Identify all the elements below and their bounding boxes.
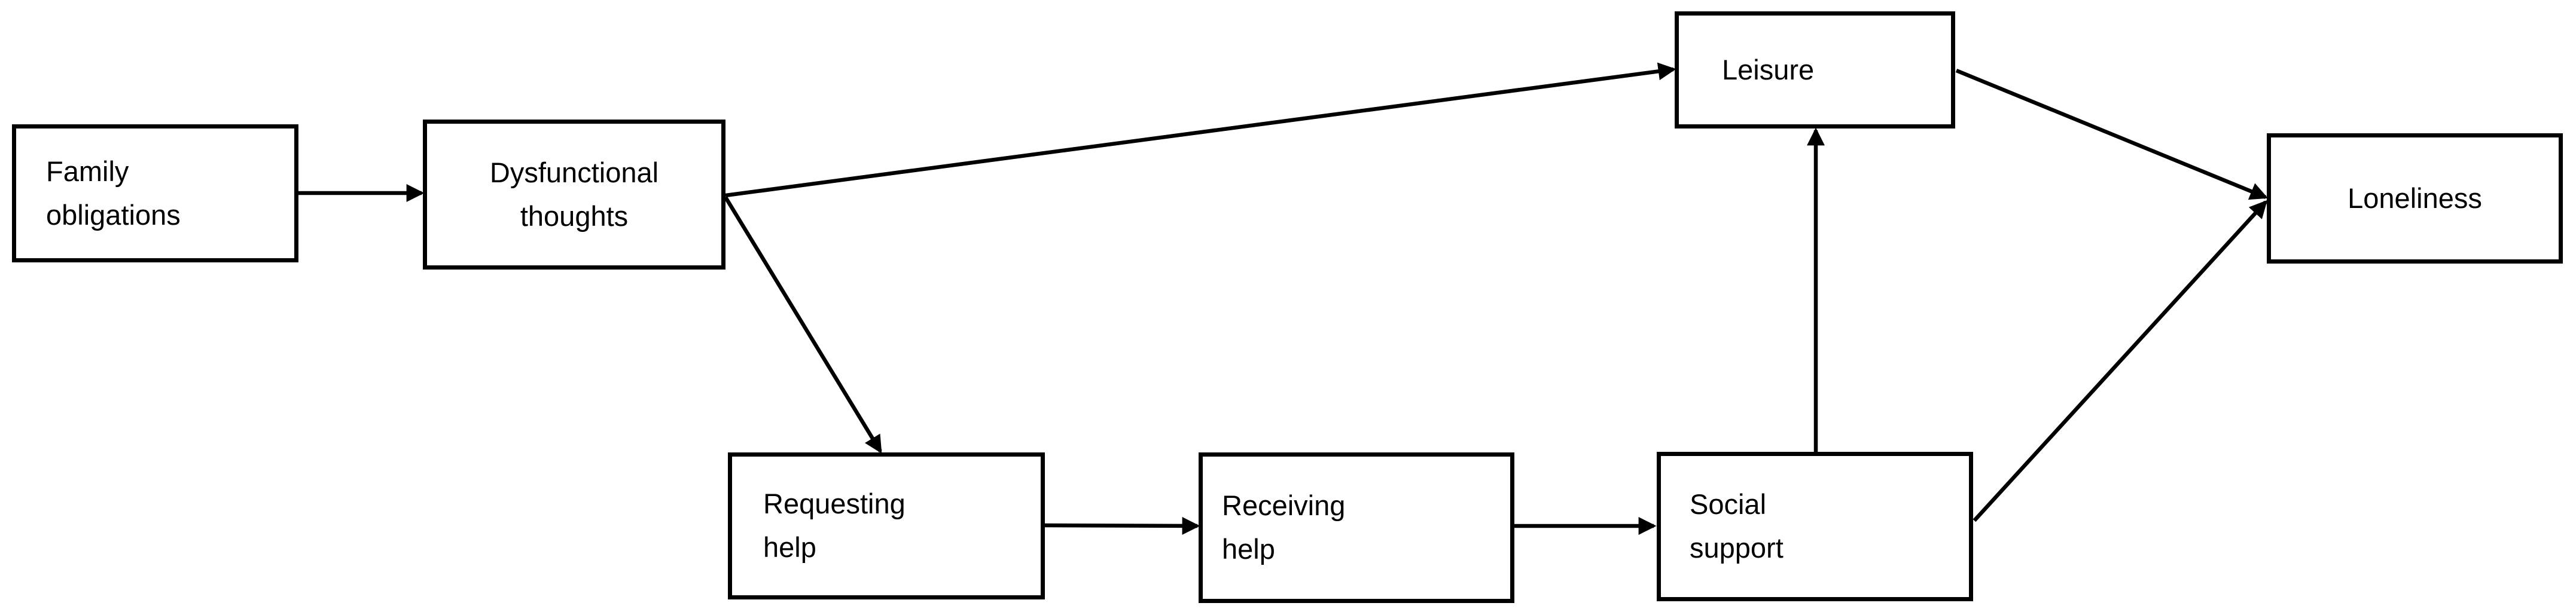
node-family-obligations: Family obligations: [12, 124, 298, 262]
node-dysfunctional-thoughts: Dysfunctional thoughts: [423, 120, 725, 270]
node-leisure: Leisure: [1675, 11, 1955, 128]
node-receiving-help: Receiving help: [1199, 452, 1514, 603]
node-label-dysfunctional-thoughts: Dysfunctional thoughts: [489, 156, 659, 232]
node-label-receiving-help: Receiving help: [1222, 489, 1346, 565]
edge-dysfunctional-to-requesting-help: [724, 196, 882, 454]
edge-leisure-to-loneliness: [1955, 68, 2269, 200]
edge-dysfunctional-to-leisure: [725, 62, 1676, 198]
node-social-support: Social support: [1657, 452, 1973, 601]
node-loneliness: Loneliness: [2267, 133, 2563, 264]
node-requesting-help: Requesting help: [728, 452, 1045, 599]
node-label-loneliness: Loneliness: [2348, 182, 2482, 214]
node-label-requesting-help: Requesting help: [763, 488, 906, 563]
node-label-social-support: Social support: [1690, 488, 1784, 564]
node-label-family-obligations: Family obligations: [46, 155, 181, 231]
edge-requesting-to-receiving: [1044, 516, 1200, 535]
node-label-leisure: Leisure: [1722, 53, 1815, 85]
edge-social-support-to-loneliness: [1973, 200, 2268, 522]
